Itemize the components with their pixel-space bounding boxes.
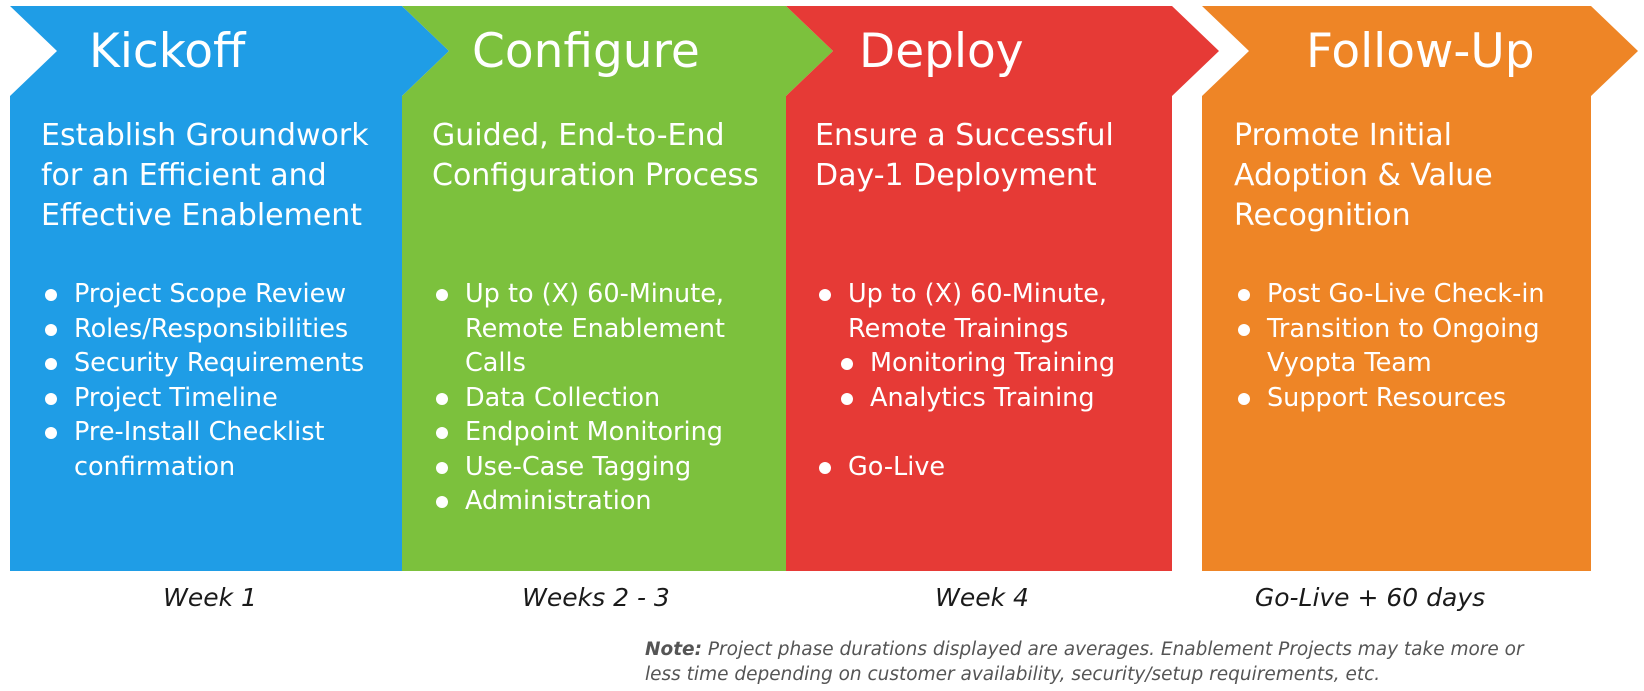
bullet-item: Security Requirements <box>41 346 386 381</box>
phase-subtitle-follow-up: Promote Initial Adoption & Value Recogni… <box>1234 118 1493 233</box>
bullet-item: Pre-Install Checklist confirmation <box>41 415 386 484</box>
phase-shape-kickoff <box>10 6 449 571</box>
bullet-item: Go-Live <box>815 450 1165 485</box>
bullet-item: Data Collection <box>432 381 777 416</box>
bullet-item: Support Resources <box>1234 381 1584 416</box>
phase-subtitle-kickoff: Establish Groundwork for an Efficient an… <box>41 118 369 233</box>
phase-shape-configure <box>402 6 833 571</box>
footnote-label: Note: <box>645 639 702 660</box>
bullet-item: Project Timeline <box>41 381 386 416</box>
phase-bullets-configure: Up to (X) 60-Minute, Remote Enablement C… <box>432 277 777 519</box>
bullet-item: Roles/Responsibilities <box>41 312 386 347</box>
bullet-item: Analytics Training <box>837 381 1165 416</box>
footnote-text: Project phase durations displayed are av… <box>645 639 1524 685</box>
phase-shape-deploy <box>786 6 1219 571</box>
phase-duration-follow-up: Go-Live + 60 days <box>1254 583 1486 612</box>
bullet-item: Administration <box>432 484 777 519</box>
bullet-item: Use-Case Tagging <box>432 450 777 485</box>
phase-bullets-deploy: Up to (X) 60-Minute, Remote Trainings Mo… <box>815 277 1165 484</box>
phase-duration-kickoff: Week 1 <box>163 583 257 612</box>
phase-title-configure: Configure <box>472 24 700 79</box>
bullet-item: Up to (X) 60-Minute, Remote Trainings <box>815 277 1165 346</box>
phase-duration-configure: Weeks 2 - 3 <box>522 583 670 612</box>
bullet-item: Project Scope Review <box>41 277 386 312</box>
bullet-item: Transition to Ongoing Vyopta Team <box>1234 312 1584 381</box>
phase-subtitle-configure: Guided, End-to-End Configuration Process <box>432 118 759 193</box>
phase-title-follow-up: Follow-Up <box>1306 24 1535 79</box>
phase-subtitle-deploy: Ensure a Successful Day-1 Deployment <box>815 118 1114 193</box>
phase-bullets-follow-up: Post Go-Live Check-in Transition to Ongo… <box>1234 277 1584 415</box>
phase-title-kickoff: Kickoff <box>89 24 246 79</box>
bullet-item: Post Go-Live Check-in <box>1234 277 1584 312</box>
footnote: Note: Project phase durations displayed … <box>645 637 1565 687</box>
phase-shape-follow-up <box>1202 6 1638 571</box>
phase-bullets-kickoff: Project Scope Review Roles/Responsibilit… <box>41 277 386 484</box>
phase-title-deploy: Deploy <box>859 24 1024 79</box>
phase-duration-deploy: Week 4 <box>935 583 1029 612</box>
bullet-item: Up to (X) 60-Minute, Remote Enablement C… <box>432 277 777 381</box>
bullet-item: Monitoring Training <box>837 346 1165 381</box>
bullet-item: Endpoint Monitoring <box>432 415 777 450</box>
